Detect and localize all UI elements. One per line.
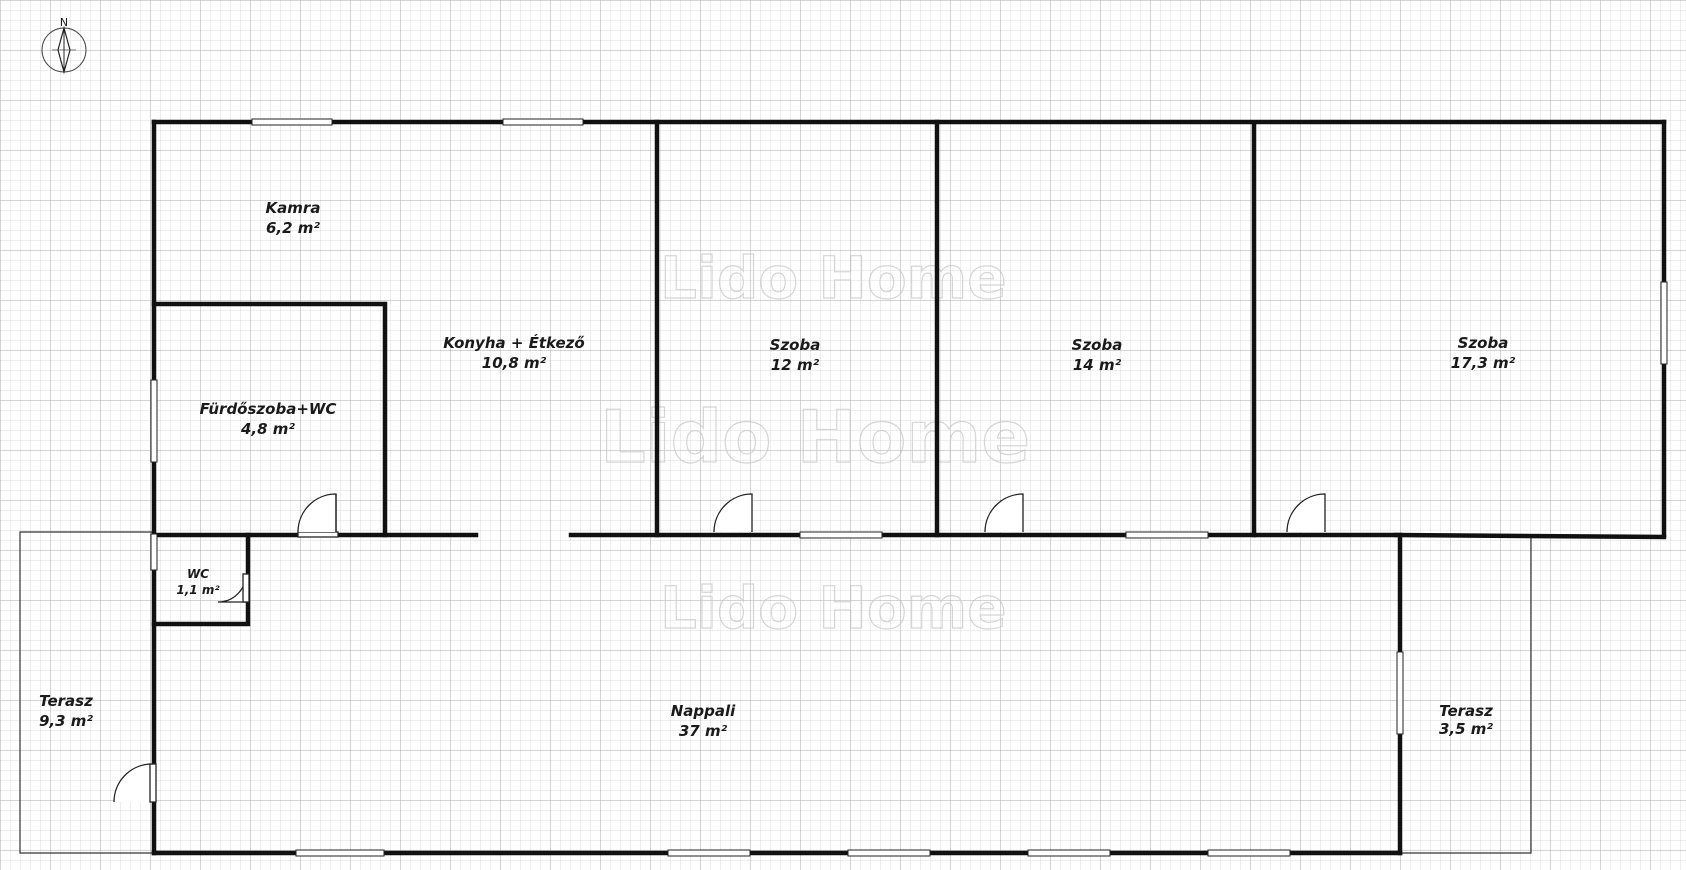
watermark-text: Lido Home [660, 244, 1007, 312]
room-szoba-3: Szoba 17,3 m² [1451, 334, 1516, 372]
room-konyha: Konyha + Étkező 10,8 m² [443, 333, 584, 372]
room-name: Szoba [1458, 334, 1509, 352]
room-furdoszoba: Fürdőszoba+WC 4,8 m² [200, 400, 337, 438]
room-name: Szoba [1072, 336, 1123, 354]
room-szoba-1: Szoba 12 m² [770, 336, 821, 374]
room-name: Kamra [266, 199, 321, 217]
room-area: 6,2 m² [266, 219, 320, 237]
room-name: Nappali [671, 702, 736, 720]
room-area: 1,1 m² [176, 583, 220, 597]
room-area: 9,3 m² [39, 712, 93, 730]
north-compass-icon: N [41, 16, 87, 75]
room-kamra: Kamra 6,2 m² [266, 199, 321, 237]
room-name: Fürdőszoba+WC [200, 400, 337, 418]
watermark-text: Lido Home [660, 574, 1007, 642]
room-name: Terasz [39, 692, 93, 710]
room-nappali: Nappali 37 m² [671, 702, 736, 740]
doors [113, 493, 1326, 803]
room-area: 4,8 m² [240, 420, 295, 438]
watermark-text: Lido Home [600, 395, 1030, 479]
room-name: Terasz [1439, 702, 1493, 720]
door-szoba2-icon [984, 493, 1024, 533]
door-bathroom-icon [297, 493, 339, 538]
windows [150, 118, 1668, 857]
door-terrace-icon [113, 763, 157, 803]
room-labels: Kamra 6,2 m² Fürdőszoba+WC 4,8 m² Konyha… [39, 199, 1516, 740]
door-szoba3-icon [1286, 493, 1326, 533]
room-terasz-right: Terasz 3,5 m² [1439, 702, 1493, 738]
room-area: 37 m² [679, 722, 728, 740]
room-area: 12 m² [771, 356, 820, 374]
room-name: WC [187, 567, 209, 581]
door-wc-icon [217, 573, 250, 603]
room-name: Szoba [770, 336, 821, 354]
room-area: 14 m² [1073, 356, 1122, 374]
room-terasz-left: Terasz 9,3 m² [39, 692, 93, 730]
north-label: N [60, 16, 68, 29]
room-area: 3,5 m² [1439, 720, 1493, 738]
room-area: 17,3 m² [1451, 354, 1516, 372]
door-szoba1-icon [713, 493, 753, 533]
room-wc: WC 1,1 m² [176, 567, 220, 597]
room-szoba-2: Szoba 14 m² [1072, 336, 1123, 374]
room-area: 10,8 m² [482, 354, 547, 372]
watermarks: Lido Home Lido Home Lido Home [599, 243, 1030, 642]
room-name: Konyha + Étkező [443, 333, 584, 352]
